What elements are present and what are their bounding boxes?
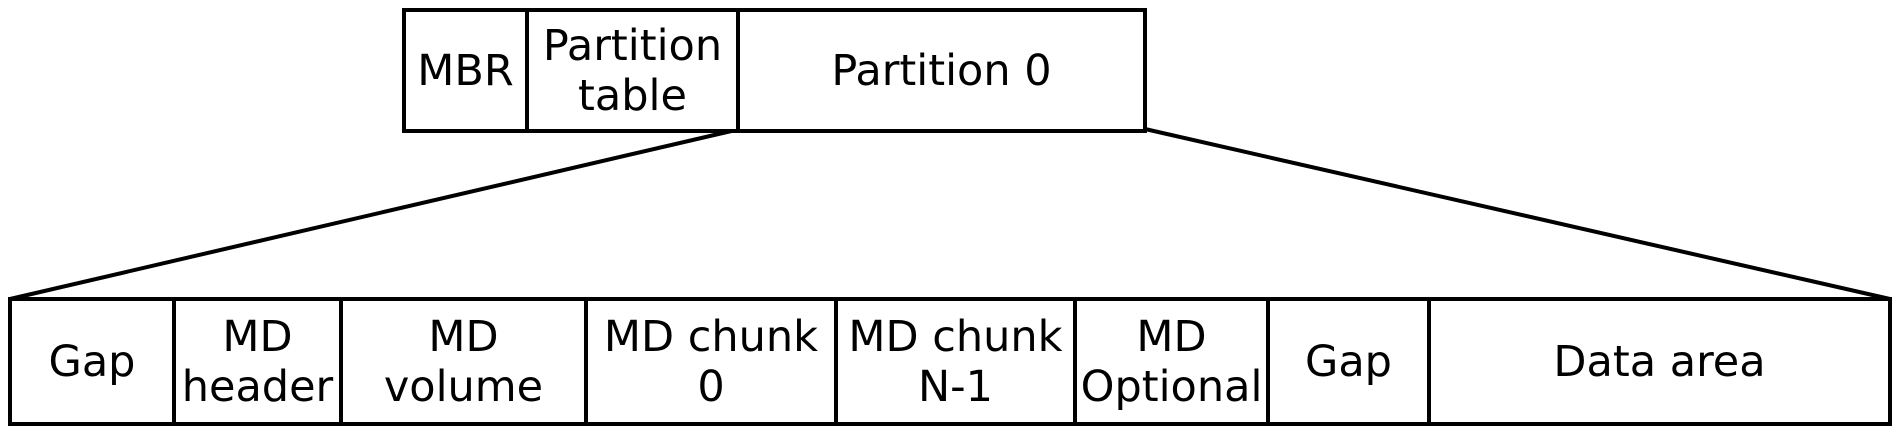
box-partition-table: Partition table (529, 12, 736, 129)
box-md-volume: MD volume (343, 301, 584, 422)
box-mbr: MBR (406, 12, 525, 129)
expansion-line-right (1144, 127, 1891, 301)
box-md-chunk-n-1: MD chunk N-1 (838, 301, 1073, 422)
partition-detail-row: Gap MD header MD volume MD chunk 0 MD ch… (8, 297, 1892, 426)
box-data-area: Data area (1431, 301, 1888, 422)
box-md-optional: MD Optional (1077, 301, 1266, 422)
disk-top-row: MBR Partition table Partition 0 (402, 8, 1147, 133)
box-gap-end: Gap (1270, 301, 1427, 422)
box-md-header: MD header (176, 301, 339, 422)
box-gap-start: Gap (12, 301, 172, 422)
box-md-chunk-0: MD chunk 0 (588, 301, 834, 422)
expansion-line-left (9, 127, 741, 301)
box-partition-0: Partition 0 (740, 12, 1143, 129)
